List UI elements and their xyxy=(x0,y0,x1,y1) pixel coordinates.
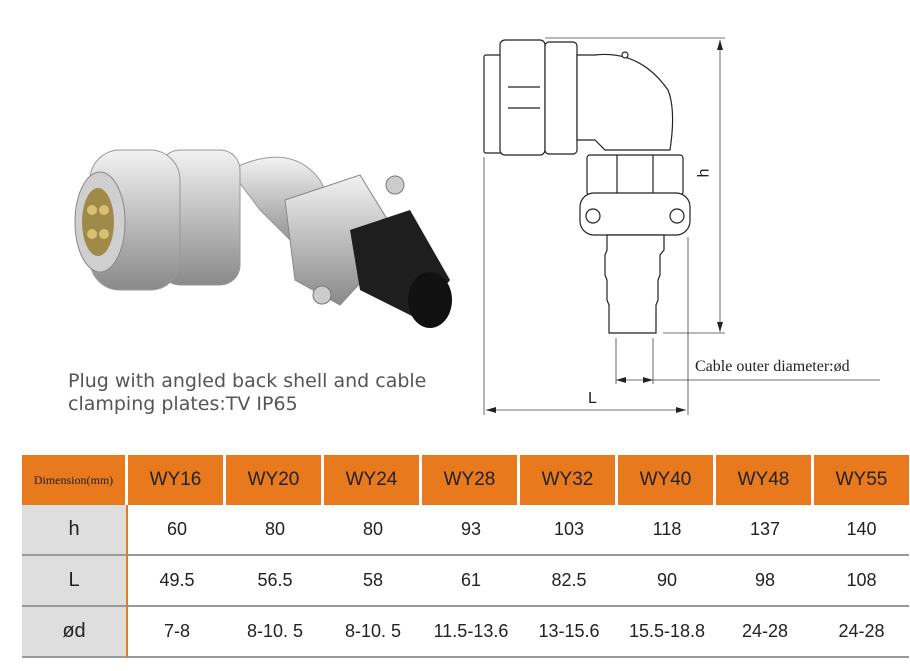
model-header: WY48 xyxy=(716,455,814,505)
dimension-drawing xyxy=(483,37,880,415)
table-cell: 61 xyxy=(422,556,520,607)
dimension-table: Dimension(mm) WY16 WY20 WY24 WY28 WY32 W… xyxy=(22,455,909,658)
table-cell: 98 xyxy=(716,556,814,607)
table-cell: 82.5 xyxy=(520,556,618,607)
model-header: WY55 xyxy=(814,455,909,505)
product-caption: Plug with angled back shell and cable cl… xyxy=(68,370,426,416)
connector-product-photo xyxy=(74,149,452,328)
model-header: WY24 xyxy=(324,455,422,505)
table-cell: 90 xyxy=(618,556,716,607)
table-cell: 140 xyxy=(814,505,909,556)
table-cell: 49.5 xyxy=(128,556,226,607)
row-label: h xyxy=(22,505,128,556)
table-cell: 7-8 xyxy=(128,607,226,658)
caption-line-1: Plug with angled back shell and cable xyxy=(68,370,427,392)
table-cell: 24-28 xyxy=(716,607,814,658)
model-header: WY20 xyxy=(226,455,324,505)
table-row: ød 7-8 8-10. 5 8-10. 5 11.5-13.6 13-15.6… xyxy=(22,607,909,658)
model-header: WY28 xyxy=(422,455,520,505)
caption-line-2: clamping plates:TV IP65 xyxy=(68,393,298,415)
model-header: WY32 xyxy=(520,455,618,505)
table-cell: 93 xyxy=(422,505,520,556)
corner-header: Dimension(mm) xyxy=(22,455,128,505)
table-row: h 60 80 80 93 103 118 137 140 xyxy=(22,505,909,556)
cable-diameter-label: Cable outer diameter:ød xyxy=(695,358,850,375)
model-header: WY40 xyxy=(618,455,716,505)
table-cell: 56.5 xyxy=(226,556,324,607)
table-cell: 108 xyxy=(814,556,909,607)
model-header: WY16 xyxy=(128,455,226,505)
table-cell: 15.5-18.8 xyxy=(618,607,716,658)
table-cell: 13-15.6 xyxy=(520,607,618,658)
table-cell: 103 xyxy=(520,505,618,556)
h-dimension-label: h xyxy=(695,168,713,178)
table-cell: 118 xyxy=(618,505,716,556)
row-label: ød xyxy=(22,607,128,658)
table-cell: 80 xyxy=(226,505,324,556)
table-cell: 8-10. 5 xyxy=(226,607,324,658)
table-cell: 58 xyxy=(324,556,422,607)
table-cell: 24-28 xyxy=(814,607,909,658)
table-cell: 8-10. 5 xyxy=(324,607,422,658)
table-cell: 60 xyxy=(128,505,226,556)
table-cell: 11.5-13.6 xyxy=(422,607,520,658)
table-header-row: Dimension(mm) WY16 WY20 WY24 WY28 WY32 W… xyxy=(22,455,909,505)
L-dimension-label: L xyxy=(588,390,597,407)
table-cell: 80 xyxy=(324,505,422,556)
table-cell: 137 xyxy=(716,505,814,556)
table-row: L 49.5 56.5 58 61 82.5 90 98 108 xyxy=(22,556,909,607)
row-label: L xyxy=(22,556,128,607)
